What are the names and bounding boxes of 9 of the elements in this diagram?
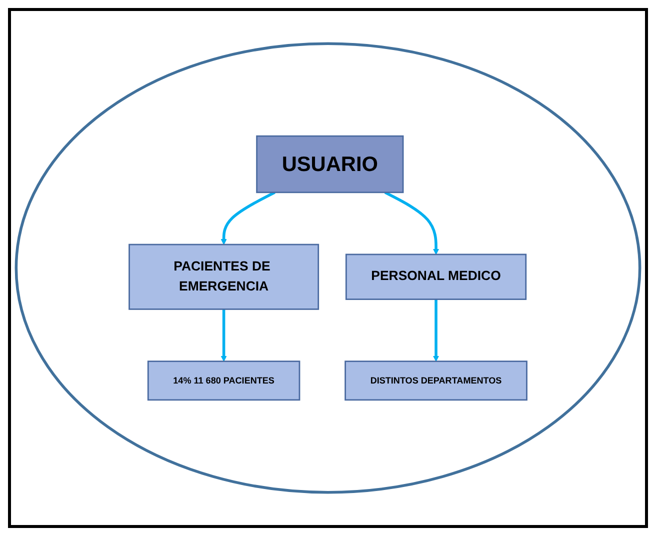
- process-box: USUARIO: [256, 135, 404, 194]
- arrow: [432, 299, 440, 362]
- arrow: [384, 191, 440, 255]
- process-box: PACIENTES DE EMERGENCIA: [128, 244, 320, 310]
- process-box: DISTINTOS DEPARTAMENTOS: [344, 360, 528, 401]
- arrow: [220, 309, 227, 362]
- process-box: 14% 11 680 PACIENTES: [147, 360, 300, 401]
- process-box: PERSONAL MEDICO: [345, 254, 527, 300]
- arrow: [220, 191, 276, 245]
